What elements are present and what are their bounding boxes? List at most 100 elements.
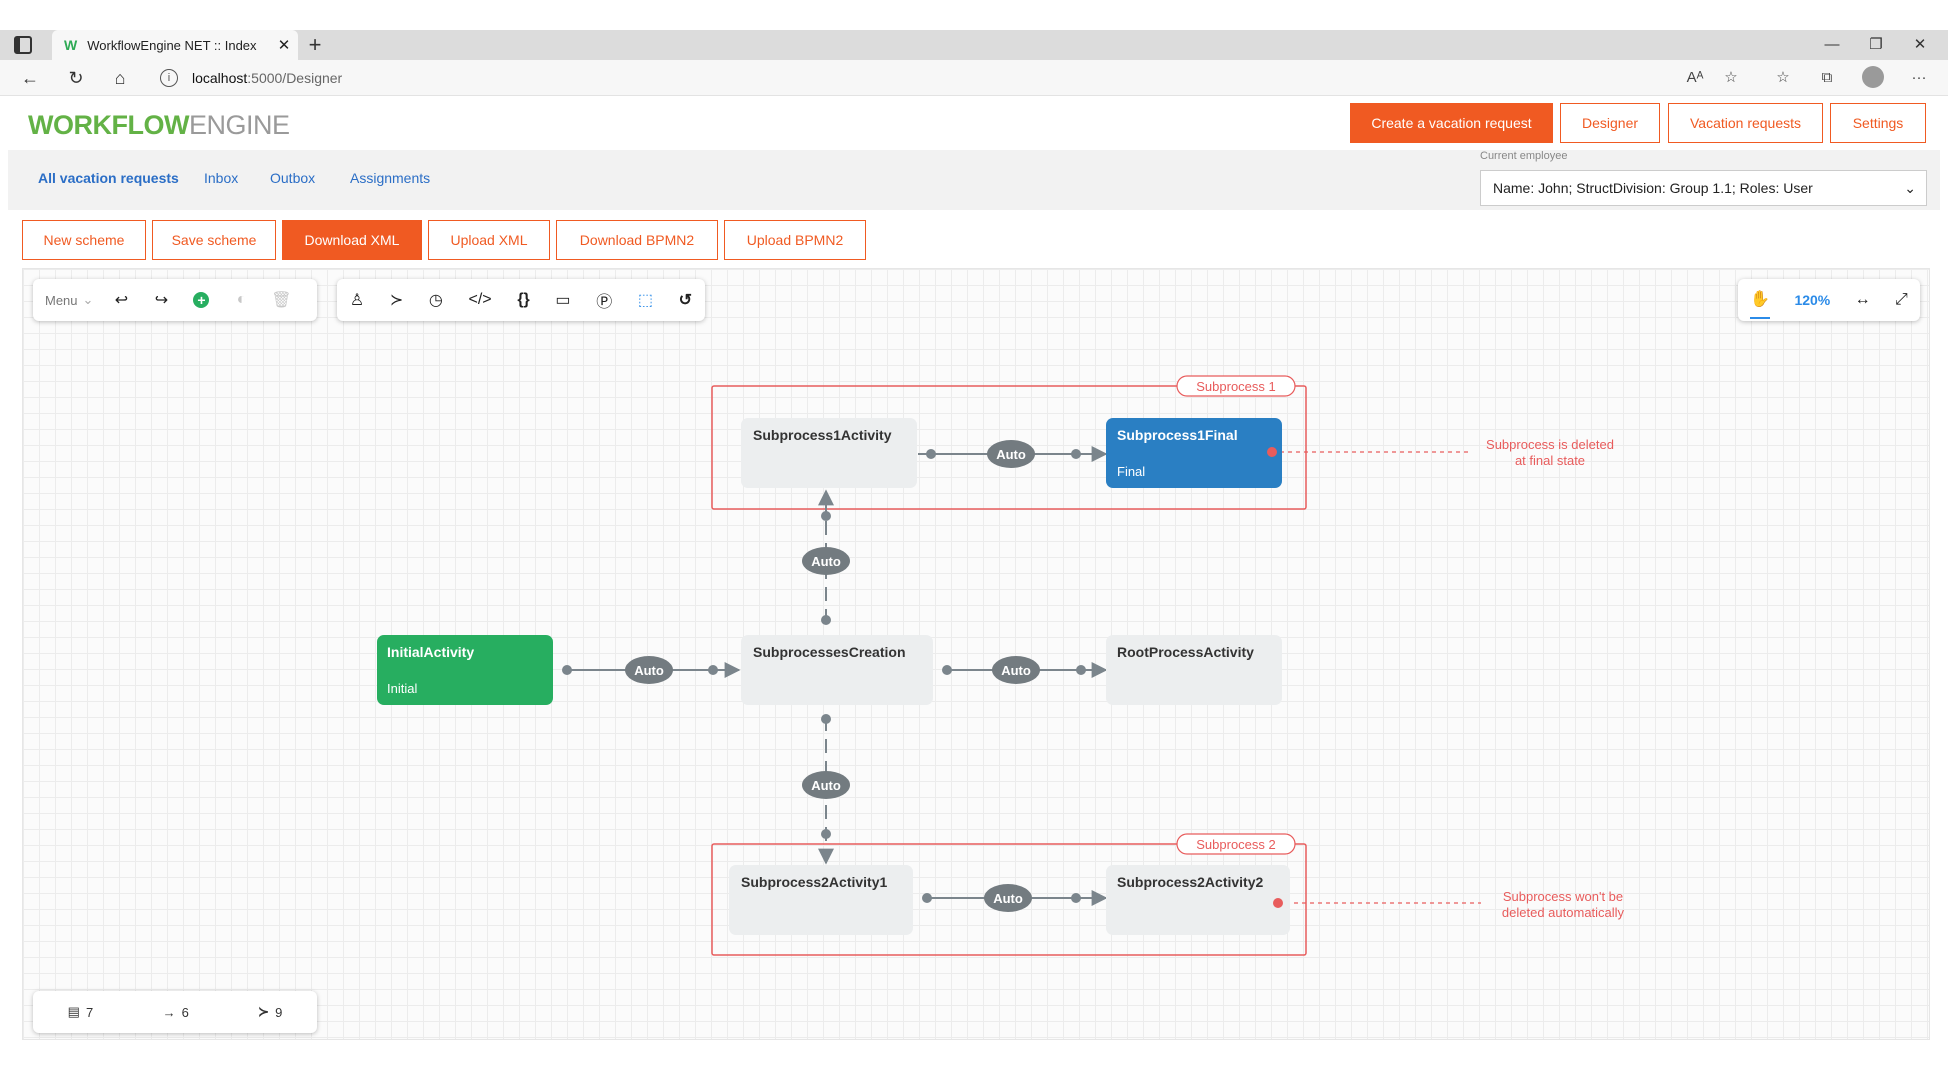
tab-close-icon[interactable]: ✕ (277, 37, 291, 54)
more-icon[interactable]: ··· (1911, 69, 1927, 86)
workflow-diagram[interactable]: Subprocess 1 Subprocess 2 (23, 269, 1931, 1041)
favorites-icon[interactable]: ☆ (1776, 69, 1790, 86)
tab-actions-icon[interactable] (14, 36, 32, 54)
designer-canvas[interactable]: Subprocess 1 Subprocess 2 (22, 268, 1930, 1040)
download-xml-button[interactable]: Download XML (282, 220, 422, 260)
svg-text:Subprocess is deleted: Subprocess is deleted (1486, 437, 1614, 452)
fullscreen-icon[interactable]: ⤢ (1894, 291, 1908, 308)
download-bpmn2-button[interactable]: Download BPMN2 (556, 220, 718, 260)
new-tab-button[interactable]: + (308, 32, 322, 57)
reload-icon[interactable]: ↻ (68, 68, 84, 88)
site-info-icon[interactable]: i (160, 69, 178, 87)
browser-tab-bar (0, 30, 1948, 60)
activities-icon: ▤ (67, 1004, 80, 1019)
window-close-icon[interactable]: ✕ (1913, 36, 1927, 53)
minimize-icon[interactable]: — (1824, 36, 1840, 53)
subprocess-1-title: Subprocess 1 (1196, 379, 1276, 394)
activity-name: InitialActivity (387, 644, 474, 660)
activity-subprocess1[interactable]: Subprocess1Activity (741, 418, 917, 488)
vacation-requests-button[interactable]: Vacation requests (1668, 103, 1823, 143)
save-scheme-button[interactable]: Save scheme (152, 220, 276, 260)
create-vacation-request-button[interactable]: Create a vacation request (1350, 103, 1553, 143)
activity-name: Subprocess2Activity2 (1117, 874, 1263, 890)
current-employee-label: Current employee (1480, 150, 1568, 162)
upload-bpmn2-button[interactable]: Upload BPMN2 (724, 220, 866, 260)
browser-tab[interactable]: W WorkflowEngine NET :: Index ✕ (52, 30, 298, 60)
profile-icon[interactable] (1862, 66, 1884, 88)
parameters-icon[interactable]: {} (517, 291, 530, 308)
designer-button[interactable]: Designer (1560, 103, 1660, 143)
nav-assignments[interactable]: Assignments (350, 170, 431, 186)
activity-subprocesses-creation[interactable]: SubprocessesCreation (741, 635, 933, 705)
favorite-add-icon[interactable]: ☆ (1724, 69, 1738, 86)
restore-icon[interactable]: ❐ (1869, 36, 1883, 53)
timers-icon[interactable]: ◷ (428, 292, 443, 309)
nav-outbox[interactable]: Outbox (270, 170, 316, 186)
menu-dropdown[interactable]: Menu ⌄ (45, 292, 94, 308)
connector-dot (562, 665, 572, 675)
transitions-icon: → (162, 1004, 176, 1020)
subprocess-1-note: Subprocess is deleted at final state (1486, 437, 1614, 468)
settings-button[interactable]: Settings (1830, 103, 1926, 143)
tab-title: WorkflowEngine NET :: Index (87, 37, 257, 53)
process-parameters-icon[interactable]: Ⓟ (596, 294, 613, 311)
activity-name: SubprocessesCreation (753, 644, 906, 660)
transition-label[interactable]: Auto (802, 771, 850, 799)
transition-label[interactable]: Auto (625, 656, 673, 684)
subprocess-1-frame[interactable]: Subprocess 1 (711, 375, 1307, 510)
back-icon[interactable]: ← (21, 68, 39, 88)
activity-name: RootProcessActivity (1117, 644, 1254, 660)
selection-icon[interactable]: ⬚ (637, 292, 653, 309)
activity-subprocess2-activity1[interactable]: Subprocess2Activity1 (729, 865, 913, 935)
comments-icon[interactable]: ▭ (555, 292, 571, 309)
chevron-down-icon: ⌄ (82, 292, 94, 307)
transition-label[interactable]: Auto (984, 884, 1032, 912)
add-activity-icon[interactable]: + (181, 280, 221, 320)
toggle-icon[interactable]: ◐ (236, 291, 247, 308)
svg-text:Auto: Auto (634, 663, 664, 678)
subprocess-2-note: Subprocess won't be deleted automaticall… (1502, 889, 1625, 920)
svg-text:Auto: Auto (993, 891, 1023, 906)
fit-width-icon[interactable]: ↔ (1854, 291, 1871, 308)
undo-icon[interactable]: ↩ (114, 292, 129, 309)
actors-icon[interactable]: ♙ (349, 292, 365, 309)
connector-dot (1071, 449, 1081, 459)
delete-icon[interactable]: 🗑 (271, 292, 292, 309)
url-field[interactable]: i localhost :5000/Designer (160, 64, 1660, 92)
commands-count: ≻ 9 (258, 1004, 283, 1020)
employee-value: Name: John; StructDivision: Group 1.1; R… (1493, 180, 1813, 196)
transition-label[interactable]: Auto (987, 440, 1035, 468)
history-icon[interactable]: ↺ (678, 292, 693, 309)
address-bar-row (0, 60, 1948, 96)
zoom-level[interactable]: 120% (1794, 292, 1831, 308)
new-scheme-button[interactable]: New scheme (22, 220, 146, 260)
redo-icon[interactable]: ↪ (154, 292, 169, 309)
transition-label[interactable]: Auto (802, 547, 850, 575)
edit-toolbar: Menu ⌄ ↩ ↪ + ◐ 🗑 (33, 279, 317, 321)
connector-dot (708, 665, 718, 675)
transition-label[interactable]: Auto (992, 656, 1040, 684)
nav-inbox[interactable]: Inbox (204, 170, 239, 186)
read-aloud-icon[interactable]: Aᴬ (1686, 69, 1704, 86)
connector-dot (1076, 665, 1086, 675)
hand-tool-icon[interactable]: ✋ (1750, 281, 1771, 319)
connector-dot (821, 829, 831, 839)
upload-xml-button[interactable]: Upload XML (428, 220, 550, 260)
commands-icon[interactable]: ≻ (389, 292, 404, 309)
collections-icon[interactable]: ⧉ (1821, 69, 1833, 86)
activity-initial[interactable]: InitialActivity Initial (377, 635, 553, 705)
activity-subprocess2-activity2[interactable]: Subprocess2Activity2 (1106, 865, 1290, 935)
nav-all-vacation-requests[interactable]: All vacation requests (38, 170, 179, 186)
note-anchor (1273, 898, 1283, 908)
code-actions-icon[interactable]: </> (468, 291, 492, 308)
home-icon[interactable]: ⌂ (114, 68, 126, 88)
connector-dot (821, 615, 831, 625)
activity-root-process[interactable]: RootProcessActivity (1106, 635, 1282, 705)
activity-subprocess1-final[interactable]: Subprocess1Final Final (1106, 418, 1282, 488)
subprocess-2-frame[interactable]: Subprocess 2 (711, 833, 1307, 956)
elements-toolbar: ♙ ≻ ◷ </> {} ▭ Ⓟ ⬚ ↺ (337, 279, 705, 321)
svg-text:Subprocess won't be: Subprocess won't be (1503, 889, 1623, 904)
current-employee-select[interactable]: Name: John; StructDivision: Group 1.1; R… (1480, 170, 1927, 206)
stats-bar: ▤ 7 → 6 ≻ 9 (33, 991, 317, 1033)
activity-name: Subprocess2Activity1 (741, 874, 887, 890)
